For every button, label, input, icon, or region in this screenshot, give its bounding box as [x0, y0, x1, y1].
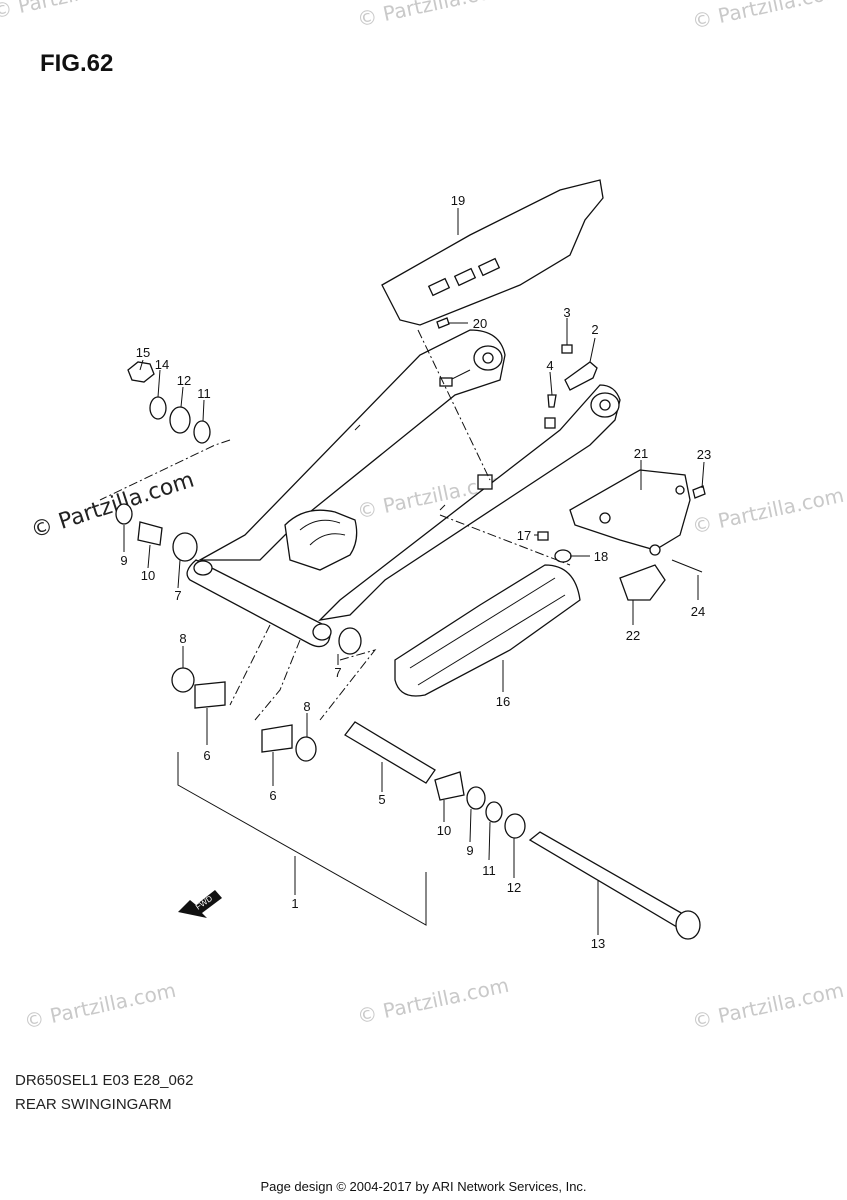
- callout-15[interactable]: 15: [136, 345, 150, 360]
- callout-4[interactable]: 4: [546, 358, 553, 373]
- callout-3[interactable]: 3: [563, 305, 570, 320]
- chain-guard: [381, 179, 604, 326]
- callout-11[interactable]: 11: [197, 386, 211, 401]
- callout-7-lower[interactable]: 7: [334, 665, 341, 680]
- callout-18[interactable]: 18: [594, 549, 608, 564]
- callout-23[interactable]: 23: [697, 447, 711, 462]
- diagram-subtitle: REAR SWINGINGARM: [15, 1096, 172, 1113]
- callout-7[interactable]: 7: [174, 588, 181, 603]
- callout-17[interactable]: 17: [517, 528, 531, 543]
- chain-buffer: [394, 564, 581, 697]
- fwd-arrow-icon: FWD: [178, 890, 222, 918]
- callouts: 19 20 3 2 4 15 14 12 11 21 23 17 18 24 2…: [120, 193, 711, 951]
- callout-12-lower[interactable]: 12: [507, 880, 521, 895]
- page-footer: Page design © 2004-2017 by ARI Network S…: [260, 1179, 587, 1194]
- callout-10[interactable]: 10: [141, 568, 155, 583]
- callout-24[interactable]: 24: [691, 604, 705, 619]
- group-bracket: [177, 752, 427, 926]
- rear-bracket: [569, 469, 691, 556]
- callout-1[interactable]: 1: [291, 896, 298, 911]
- leader-lines: [123, 208, 705, 935]
- callout-12[interactable]: 12: [177, 373, 191, 388]
- callout-6-lower[interactable]: 6: [269, 788, 276, 803]
- callout-6[interactable]: 6: [203, 748, 210, 763]
- callout-19[interactable]: 19: [451, 193, 465, 208]
- callout-16[interactable]: 16: [496, 694, 510, 709]
- callout-5[interactable]: 5: [378, 792, 385, 807]
- callout-9-lower[interactable]: 9: [466, 843, 473, 858]
- callout-10-lower[interactable]: 10: [437, 823, 451, 838]
- callout-9[interactable]: 9: [120, 553, 127, 568]
- swingarm-body: [186, 329, 621, 648]
- callout-8-lower[interactable]: 8: [303, 699, 310, 714]
- figure-title: FIG.62: [40, 50, 114, 77]
- callout-21[interactable]: 21: [634, 446, 648, 461]
- callout-2[interactable]: 2: [591, 322, 598, 337]
- hardware: [115, 317, 706, 940]
- alignment-lines: [99, 329, 571, 721]
- callout-22[interactable]: 22: [626, 628, 640, 643]
- bracket-cover: [619, 564, 666, 601]
- model-code: DR650SEL1 E03 E28_062: [15, 1072, 194, 1089]
- callout-13[interactable]: 13: [591, 936, 605, 951]
- callout-11-lower[interactable]: 11: [482, 863, 496, 878]
- callout-20[interactable]: 20: [473, 316, 487, 331]
- callout-14[interactable]: 14: [155, 357, 169, 372]
- callout-8[interactable]: 8: [179, 631, 186, 646]
